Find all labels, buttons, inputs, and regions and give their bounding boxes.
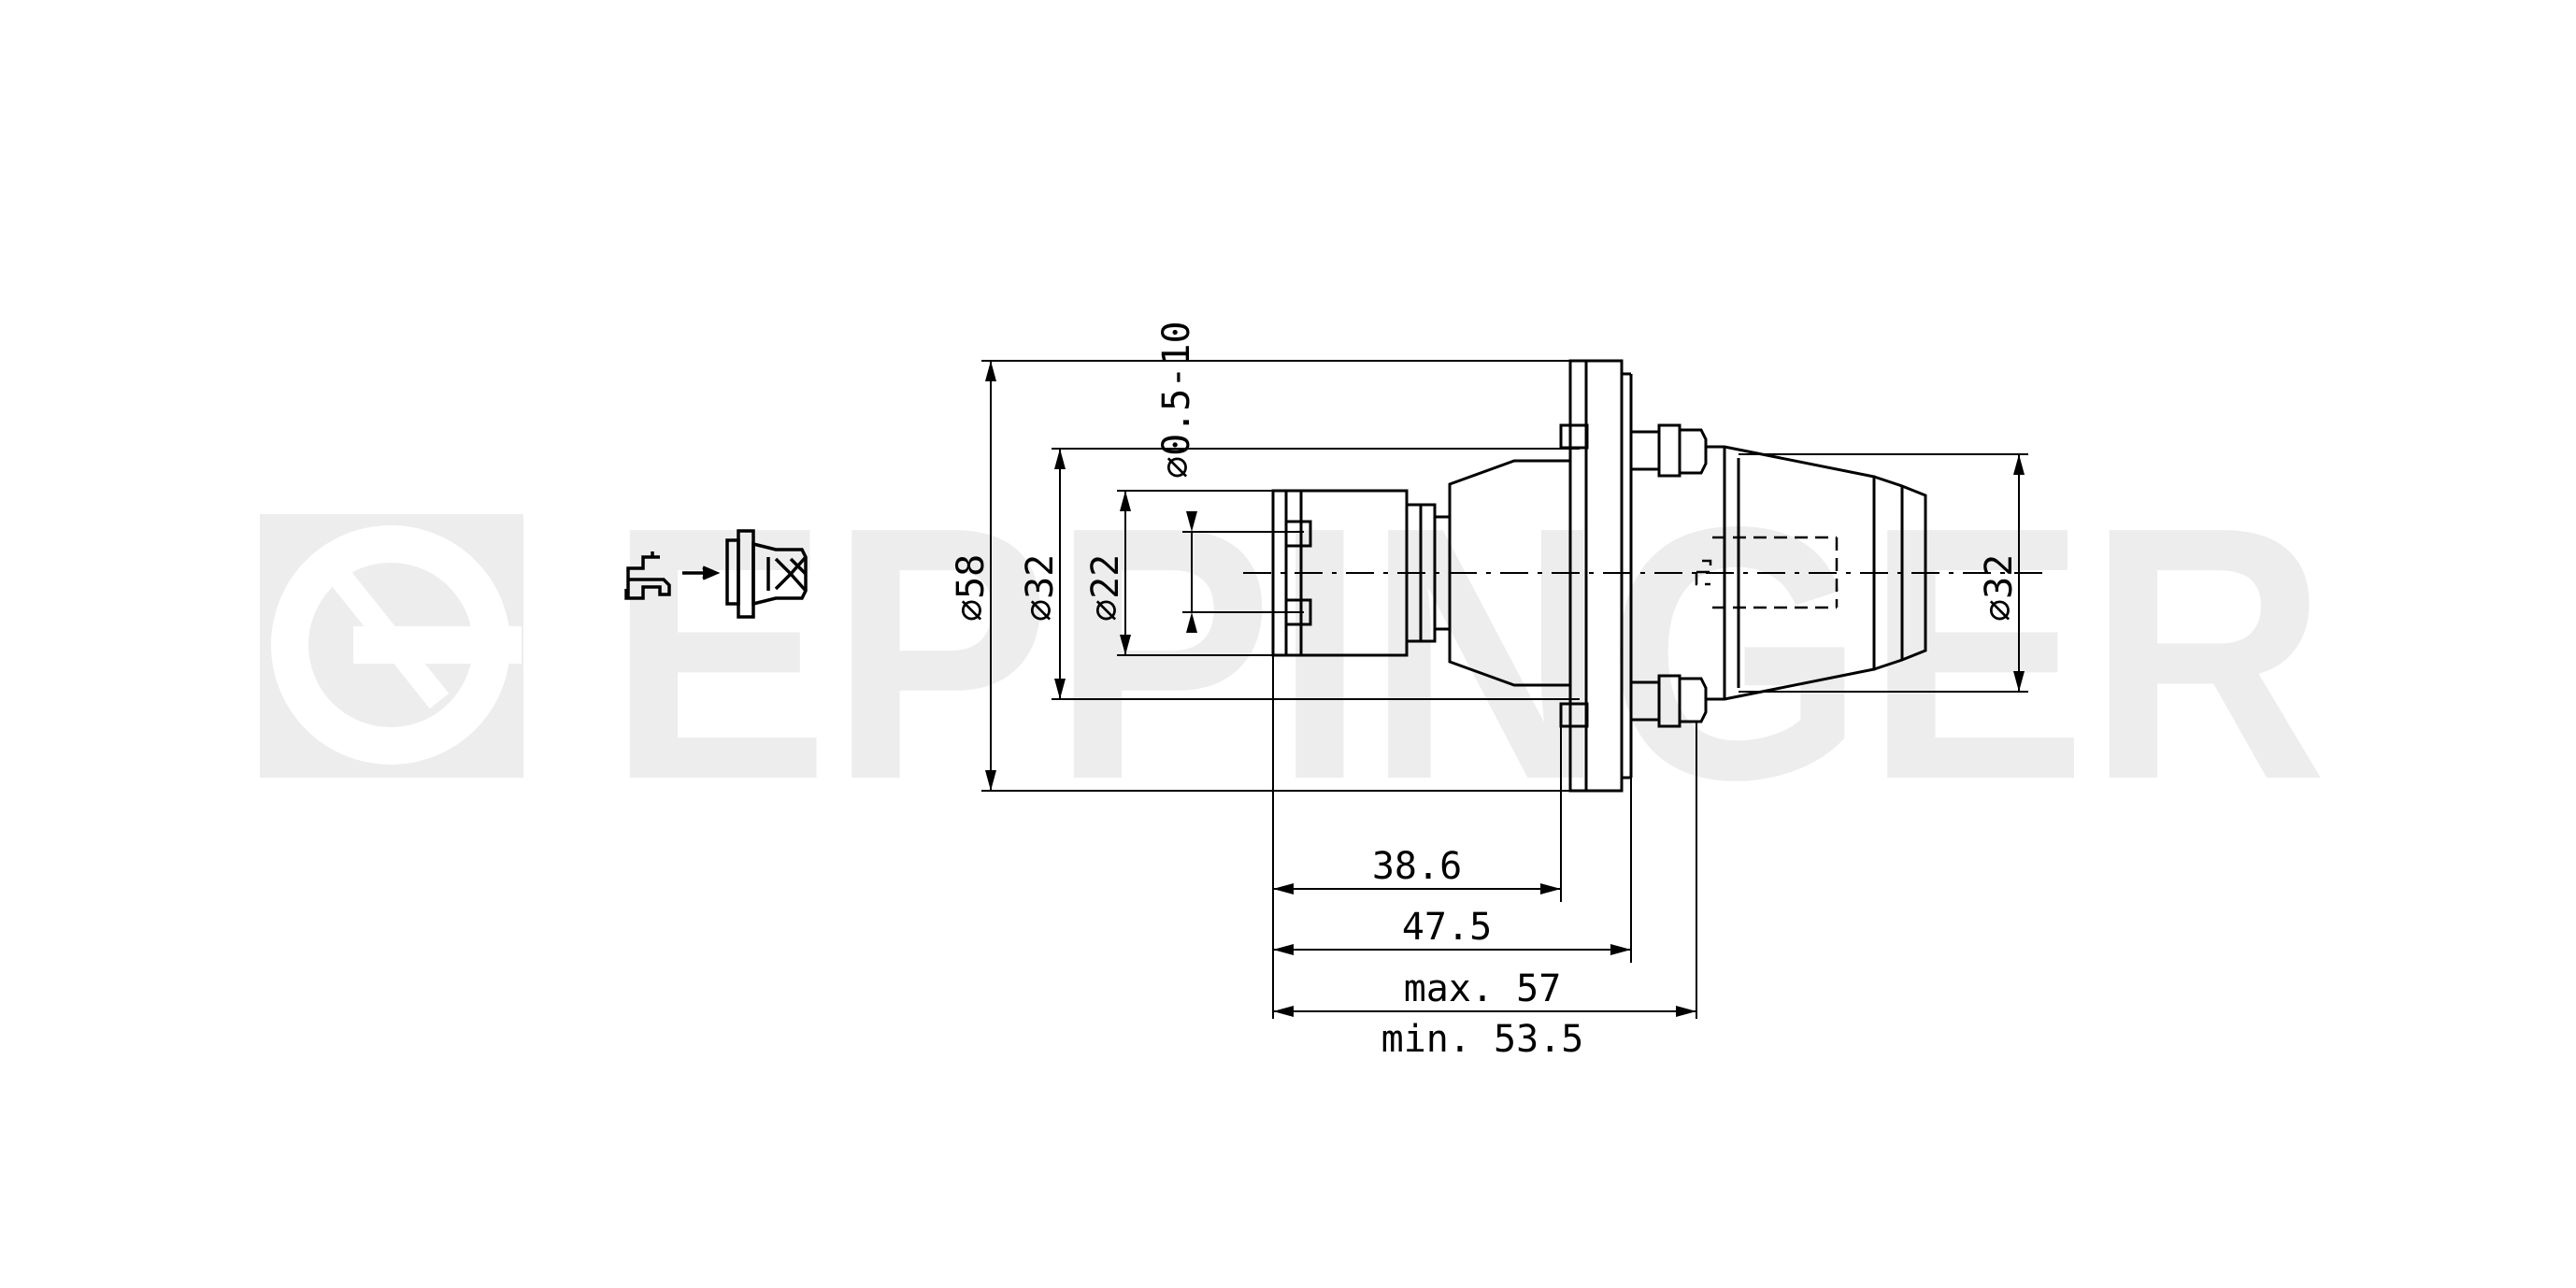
dim-shank-diameter: ⌀32 <box>1978 554 2021 622</box>
coolant-tap-icon <box>624 551 721 600</box>
collet-holder-icon <box>725 529 808 619</box>
dim-nut-diameter: ⌀22 <box>1084 554 1127 622</box>
dim-body-diameter: ⌀32 <box>1019 554 1062 622</box>
shank-bore-hidden <box>1695 536 1839 609</box>
dimension-lines <box>990 361 2020 1012</box>
watermark-logo: EPPINGER <box>260 451 2327 854</box>
watermark-logo-slash <box>317 552 450 709</box>
flange-screw-top <box>1559 423 1708 478</box>
shank <box>1706 445 1927 701</box>
dimension-arrows <box>985 361 2025 1017</box>
dim-clamp-range: ⌀0.5-10 <box>1155 321 1198 479</box>
dim-length-min: min. 53.5 <box>1381 1018 1584 1061</box>
watermark-text: EPPINGER <box>608 451 2327 854</box>
dim-length-47-5: 47.5 <box>1402 906 1492 949</box>
dim-flange-diameter: ⌀58 <box>950 554 993 622</box>
extension-lines <box>981 360 2028 1019</box>
dim-length-38-6: 38.6 <box>1372 845 1462 888</box>
dim-length-max: max. 57 <box>1404 967 1562 1010</box>
